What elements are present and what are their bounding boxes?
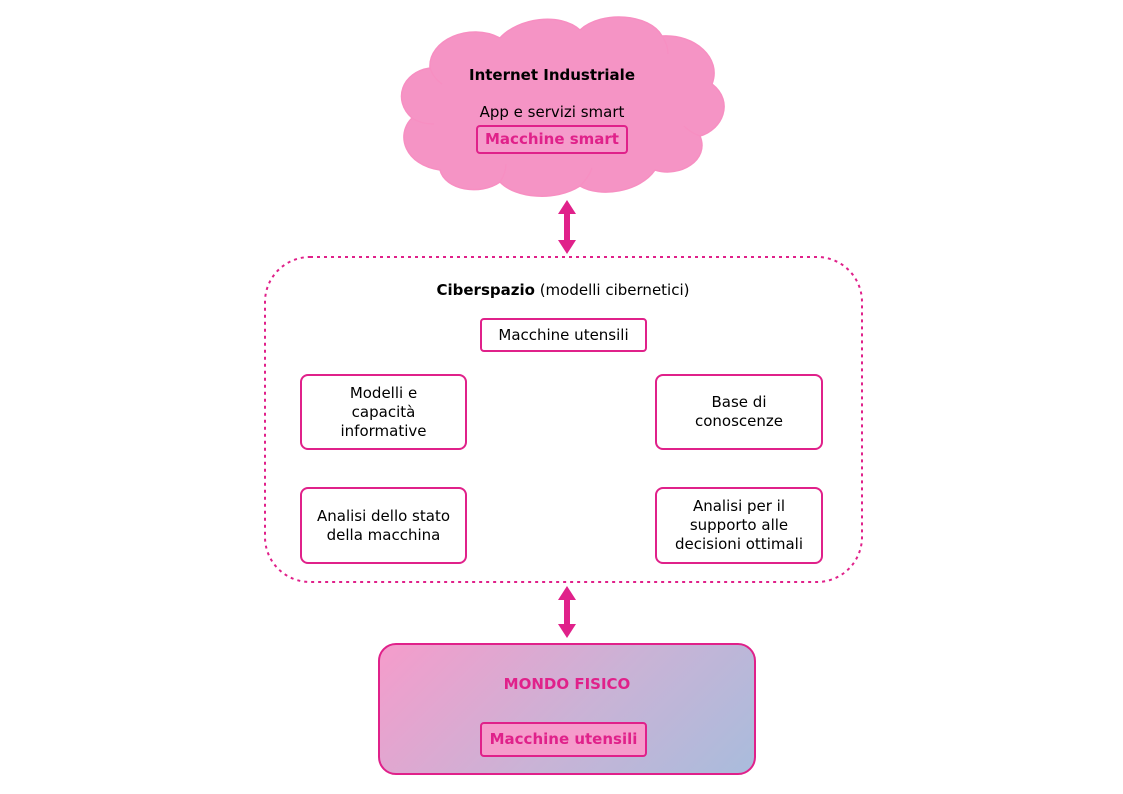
- knowledge-base-box: Base di conoscenze: [655, 374, 823, 450]
- machine-state-analysis-box: Analisi dello stato della macchina: [300, 487, 467, 564]
- double-arrow-top-icon: [558, 200, 576, 254]
- decision-support-analysis-box: Analisi per il supporto alle decisioni o…: [655, 487, 823, 564]
- cyberspace-title-rest: (modelli cibernetici): [534, 281, 690, 299]
- cloud-subtitle: App e servizi smart: [479, 103, 625, 121]
- machine-tools-box: Macchine utensili: [480, 318, 647, 352]
- physical-world-title: MONDO FISICO: [503, 675, 631, 693]
- cloud-title: Internet Industriale: [469, 66, 635, 84]
- models-box: Modelli e capacità informative: [300, 374, 467, 450]
- cyberspace-title: Ciberspazio (modelli cibernetici): [380, 262, 746, 300]
- smart-machines-box: Macchine smart: [476, 125, 628, 154]
- physical-machine-tools-box: Macchine utensili: [480, 722, 647, 757]
- double-arrow-bottom-icon: [558, 586, 576, 638]
- cyberspace-title-bold: Ciberspazio: [436, 281, 535, 299]
